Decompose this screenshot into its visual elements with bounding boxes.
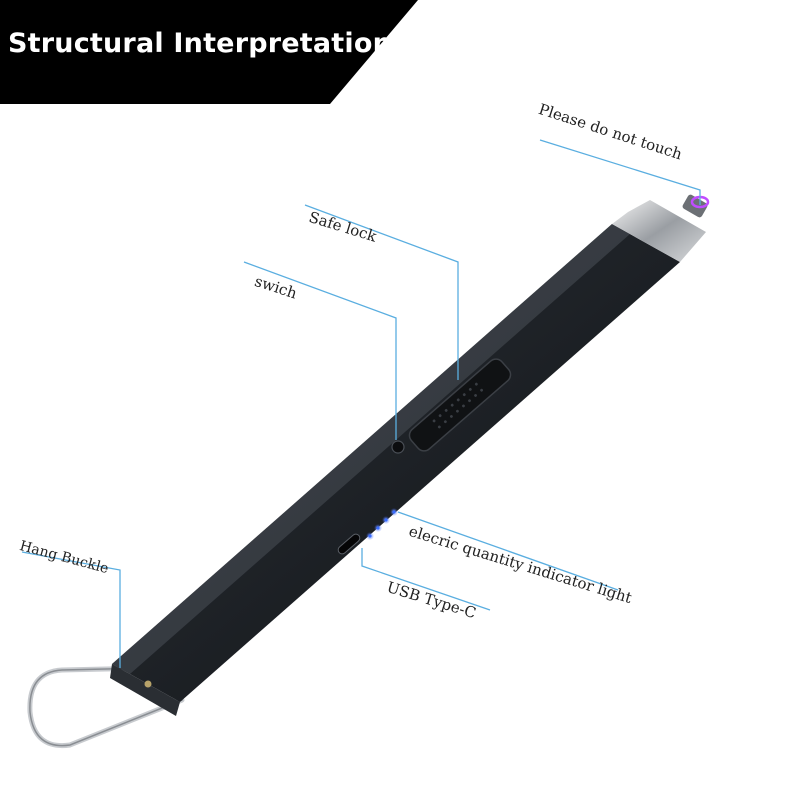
switch-button — [391, 440, 405, 454]
buckle-hole — [144, 680, 152, 688]
indicator-lights — [366, 508, 398, 540]
end-cap — [110, 664, 180, 716]
lighter-body — [112, 224, 680, 702]
leader-lines — [21, 139, 701, 668]
safe-lock-slider — [408, 358, 512, 452]
metal-collar — [612, 200, 706, 262]
banner: Structural Interpretation — [0, 0, 800, 110]
usb-c-port — [337, 533, 361, 555]
banner-background — [0, 0, 418, 104]
banner-title: Structural Interpretation — [8, 28, 393, 59]
